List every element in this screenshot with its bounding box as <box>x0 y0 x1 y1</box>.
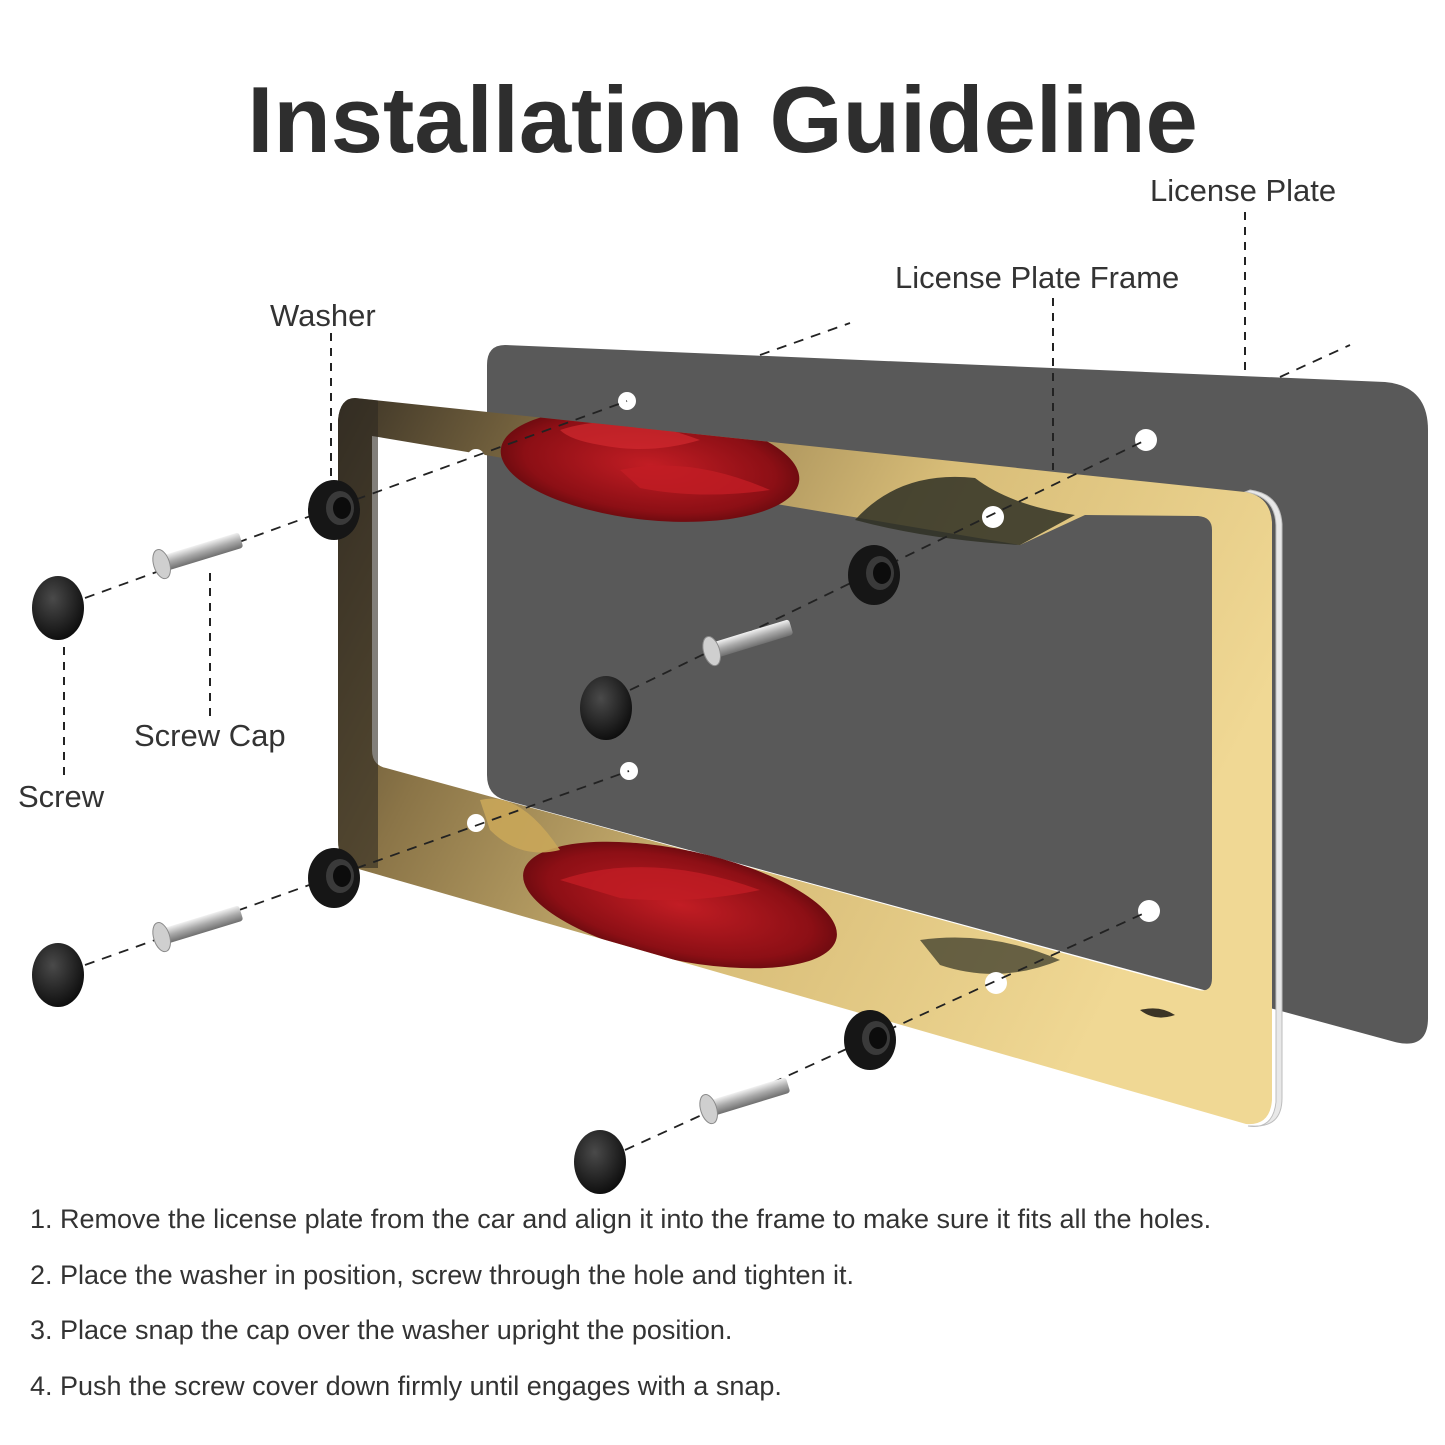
washer <box>308 848 360 908</box>
screw <box>702 619 793 667</box>
screw <box>152 905 243 953</box>
step-3: 3. Place snap the cap over the washer up… <box>30 1315 733 1345</box>
screw-cap-label: Screw Cap <box>134 718 286 753</box>
screw <box>152 532 243 580</box>
washer-label: Washer <box>270 298 376 333</box>
washer <box>308 480 360 540</box>
instruction-steps: 1. Remove the license plate from the car… <box>30 1200 1430 1422</box>
page-title: Installation Guideline <box>247 67 1198 172</box>
plate-hole <box>1138 900 1160 922</box>
screw-cap <box>574 1130 626 1194</box>
license-plate-frame-label: License Plate Frame <box>895 260 1180 295</box>
washer <box>844 1010 896 1070</box>
screw-cap <box>32 943 84 1007</box>
screw-cap <box>32 576 84 640</box>
plate-hole <box>1135 429 1157 451</box>
step-1: 1. Remove the license plate from the car… <box>30 1204 1212 1234</box>
license-plate-frame <box>338 398 1272 1125</box>
screw-cap <box>580 676 632 740</box>
step-2: 2. Place the washer in position, screw t… <box>30 1259 855 1290</box>
washer <box>848 545 900 605</box>
screw <box>699 1077 790 1125</box>
step-4: 4. Push the screw cover down firmly unti… <box>30 1370 782 1401</box>
license-plate-label: License Plate <box>1150 173 1337 208</box>
screw-label: Screw <box>18 779 105 814</box>
